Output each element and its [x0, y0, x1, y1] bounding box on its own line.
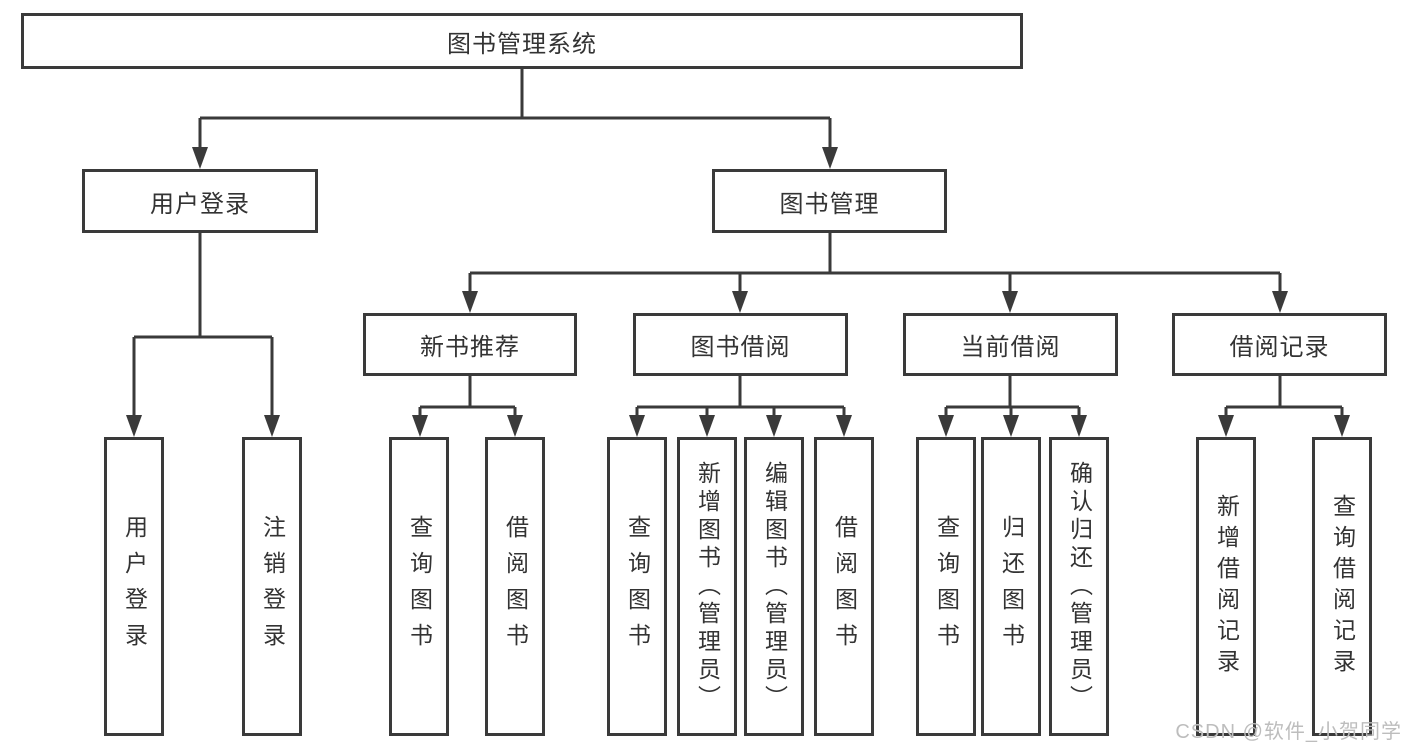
arrow-down-icon [822, 147, 838, 169]
node-label: 注销登录 [259, 514, 286, 659]
node-confirm-return-admin: 确认归还（管理员） [1049, 437, 1109, 736]
arrow-down-icon [629, 415, 645, 437]
node-user-login: 用户登录 [82, 169, 318, 233]
node-book-management: 图书管理 [712, 169, 947, 233]
connector-newbook-to-leaves [418, 375, 517, 418]
node-label: 新增借阅记录 [1213, 493, 1240, 680]
connector-records-to-leaves [1224, 375, 1344, 418]
node-current-borrowing: 当前借阅 [903, 313, 1118, 376]
node-new-book-recommend: 新书推荐 [363, 313, 577, 376]
connector-bookmgmt-to-level3 [468, 232, 1282, 294]
node-label: 新增图书（管理员） [694, 460, 721, 713]
arrow-down-icon [1002, 291, 1018, 313]
node-label: 借阅图书 [831, 514, 858, 659]
arrow-down-icon [1334, 415, 1350, 437]
node-borrow-books-recommend: 借阅图书 [485, 437, 545, 736]
node-book-borrowing: 图书借阅 [633, 313, 848, 376]
arrow-down-icon [1071, 415, 1087, 437]
node-label: 借阅图书 [502, 514, 529, 659]
csdn-watermark: CSDN @软件_小贺同学 [1175, 721, 1402, 743]
arrow-down-icon [507, 415, 523, 437]
node-query-books-current: 查询图书 [916, 437, 976, 736]
arrow-down-icon [192, 147, 208, 169]
arrow-down-icon [699, 415, 715, 437]
node-label: 编辑图书（管理员） [761, 460, 788, 713]
arrow-down-icon [1218, 415, 1234, 437]
node-label: 查询图书 [406, 514, 433, 659]
arrow-down-icon [126, 415, 142, 437]
node-return-books: 归还图书 [981, 437, 1041, 736]
arrow-down-icon [766, 415, 782, 437]
connector-root-to-level2 [198, 68, 832, 150]
arrow-down-icon [732, 291, 748, 313]
connector-borrowing-to-leaves [635, 375, 846, 418]
node-label: 查询图书 [624, 514, 651, 659]
arrow-down-icon [938, 415, 954, 437]
arrow-down-icon [462, 291, 478, 313]
node-library-management-system: 图书管理系统 [21, 13, 1023, 69]
node-label: 查询借阅记录 [1329, 493, 1356, 680]
node-label: 用户登录 [121, 514, 148, 659]
node-logout-login: 注销登录 [242, 437, 302, 736]
node-user-login-leaf: 用户登录 [104, 437, 164, 736]
node-borrow-books-borrowing: 借阅图书 [814, 437, 874, 736]
node-add-books-admin: 新增图书（管理员） [677, 437, 737, 736]
node-label: 归还图书 [998, 514, 1025, 659]
node-borrowing-records: 借阅记录 [1172, 313, 1387, 376]
node-edit-books-admin: 编辑图书（管理员） [744, 437, 804, 736]
arrow-down-icon [412, 415, 428, 437]
node-label: 确认归还（管理员） [1066, 460, 1093, 713]
node-query-borrow-record: 查询借阅记录 [1312, 437, 1372, 736]
node-query-books-recommend: 查询图书 [389, 437, 449, 736]
arrow-down-icon [836, 415, 852, 437]
connector-current-to-leaves [944, 375, 1081, 418]
arrow-down-icon [1272, 291, 1288, 313]
connector-userlogin-to-leaves [132, 232, 274, 418]
node-query-books-borrowing: 查询图书 [607, 437, 667, 736]
node-label: 查询图书 [933, 514, 960, 659]
node-add-borrow-record: 新增借阅记录 [1196, 437, 1256, 736]
arrow-down-icon [264, 415, 280, 437]
arrow-down-icon [1003, 415, 1019, 437]
